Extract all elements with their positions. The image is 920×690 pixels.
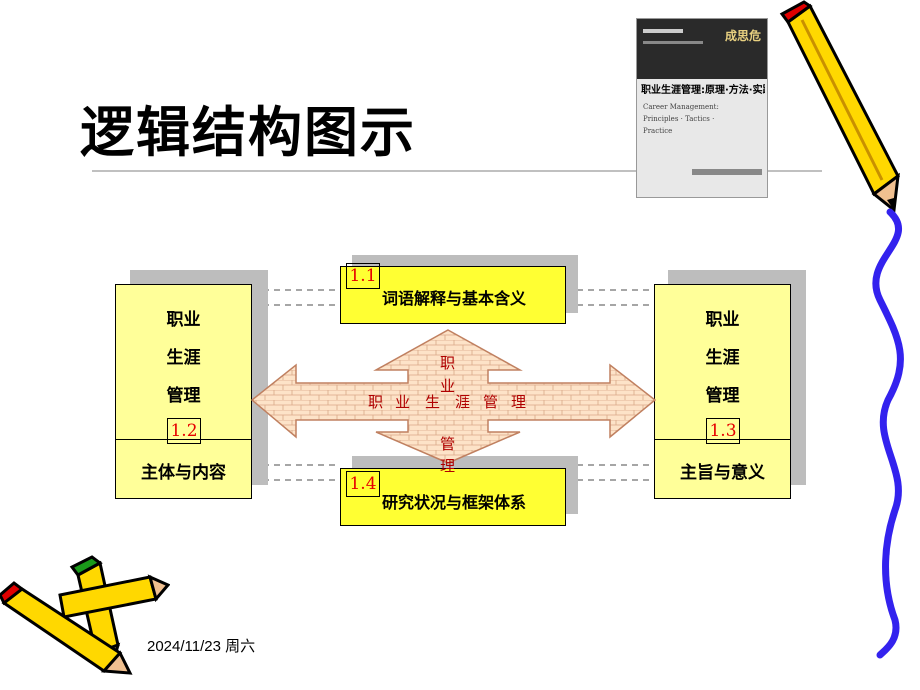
pencil-decoration-right [779,0,904,659]
pencil-icon [58,574,170,619]
title-divider [92,170,822,172]
slide-title: 逻辑结构图示 [80,100,416,164]
section-tag-1-4: 1.4 [346,471,380,497]
right-box-line: 管理 [705,386,740,406]
left-box-bottom-label: 主体与内容 [141,463,226,483]
book-cover-image: 成思危 职业生涯管理:原理·方法·实践 Career Management: P… [636,18,768,198]
top-box: 1.1 词语解释与基本含义 [340,263,566,324]
top-box-label: 词语解释与基本含义 [381,289,526,308]
pencil-icon [779,0,900,213]
four-way-arrow-shape [250,329,657,464]
book-author: 成思危 [724,29,761,43]
left-box-line: 职业 [166,310,201,330]
section-tag-1-2: 1.2 [167,418,201,444]
footer-date: 2024/11/23 周六 [147,638,256,655]
pencil-icon [0,581,133,675]
book-subtitle-line: Practice [643,127,673,135]
book-subtitle-line: Career Management: [643,103,719,111]
right-box-line: 职业 [705,310,740,330]
right-box-line: 生涯 [705,348,740,368]
left-box-line: 生涯 [166,348,201,368]
bottom-box: 1.4 研究状况与框架体系 [340,468,566,526]
right-box: 职业 生涯 管理 1.3 主旨与意义 [654,284,791,499]
left-box: 职业 生涯 管理 1.2 主体与内容 [115,284,252,499]
left-box-line: 管理 [166,386,201,406]
section-tag-1-1: 1.1 [346,263,380,289]
section-tag-1-3: 1.3 [706,418,740,444]
bottom-box-label: 研究状况与框架体系 [381,493,526,512]
right-box-bottom-label: 主旨与意义 [680,463,765,483]
book-subtitle-line: Principles · Tactics · [643,115,715,123]
pencil-decoration-left [0,555,170,675]
book-title: 职业生涯管理:原理·方法·实践 [641,85,765,96]
